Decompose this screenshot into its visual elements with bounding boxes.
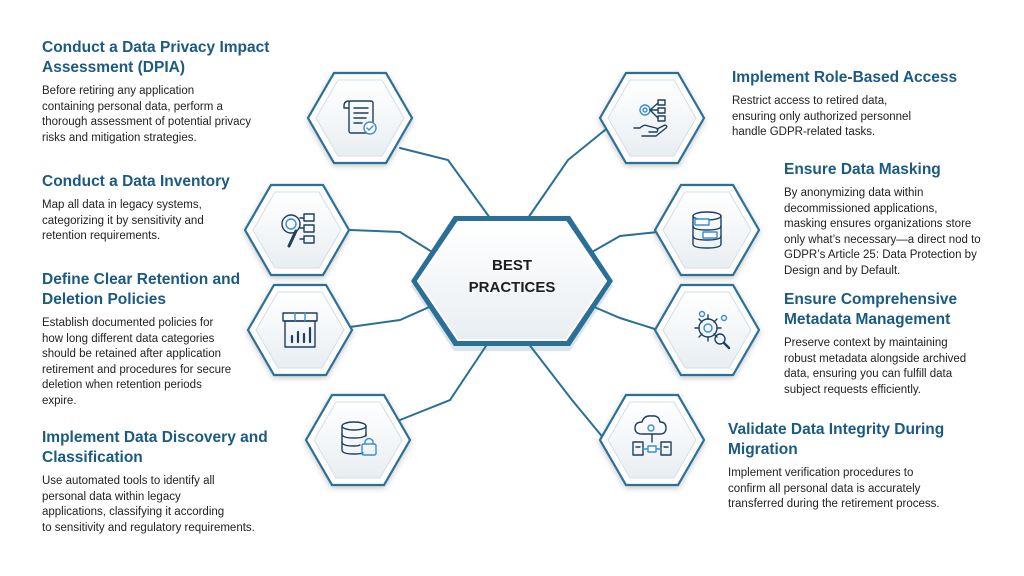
masked-database-icon [692, 211, 722, 249]
practice-title: Implement Role-Based Access [732, 69, 958, 86]
hex-role-access [598, 71, 706, 165]
practice-description: Use automated tools to identify all pers… [42, 475, 255, 534]
connector-role-access [527, 129, 606, 219]
practice-description: Implement verification procedures to con… [728, 467, 940, 510]
practice-title: Implement Data Discovery and Classificat… [42, 429, 268, 466]
practice-role-access: Implement Role-Based Access Restrict acc… [732, 68, 982, 141]
practice-title: Conduct a Data Inventory [42, 173, 230, 190]
center-label: BEST PRACTICES [468, 257, 556, 296]
practice-description: Preserve context by maintaining robust m… [784, 337, 967, 396]
archive-box-chart-icon [282, 312, 318, 348]
practice-title: Conduct a Data Privacy Impact Assessment… [42, 39, 270, 76]
practice-metadata: Ensure Comprehensive Metadata Management… [784, 290, 1009, 398]
practice-retention: Define Clear Retention and Deletion Poli… [42, 270, 272, 409]
hex-discovery [304, 393, 412, 487]
connector-discovery [399, 342, 489, 421]
practice-integrity: Validate Data Integrity During Migration… [728, 420, 988, 513]
practice-description: Establish documented policies for how lo… [42, 317, 232, 407]
practice-description: By anonymizing data within decommissione… [784, 187, 981, 277]
practice-dpia: Conduct a Data Privacy Impact Assessment… [42, 38, 292, 146]
practice-description: Before retiring any application containi… [42, 85, 252, 144]
hand-gear-network-icon [633, 99, 668, 137]
practice-title: Define Clear Retention and Deletion Poli… [42, 271, 241, 308]
document-scroll-icon [343, 100, 377, 135]
practice-description: Restrict access to retired data, ensurin… [732, 95, 912, 138]
connector-dpia [399, 147, 491, 219]
hex-metadata [653, 283, 761, 377]
practice-inventory: Conduct a Data Inventory Map all data in… [42, 172, 272, 245]
hex-retention [246, 283, 354, 377]
practice-discovery: Implement Data Discovery and Classificat… [42, 428, 292, 536]
practice-title: Validate Data Integrity During Migration [728, 421, 945, 458]
practice-description: Map all data in legacy systems, categori… [42, 199, 204, 242]
connector-integrity [527, 342, 606, 441]
practice-title: Ensure Data Masking [784, 161, 941, 178]
gear-magnifier-icon [694, 310, 731, 350]
connector-inventory [349, 229, 446, 261]
magnifier-list-icon [281, 213, 315, 248]
practice-title: Ensure Comprehensive Metadata Management [784, 291, 958, 328]
database-lock-icon [341, 421, 377, 456]
center-hexagon [411, 216, 613, 351]
practice-masking: Ensure Data Masking By anonymizing data … [784, 160, 1009, 279]
cloud-servers-icon [632, 415, 672, 456]
